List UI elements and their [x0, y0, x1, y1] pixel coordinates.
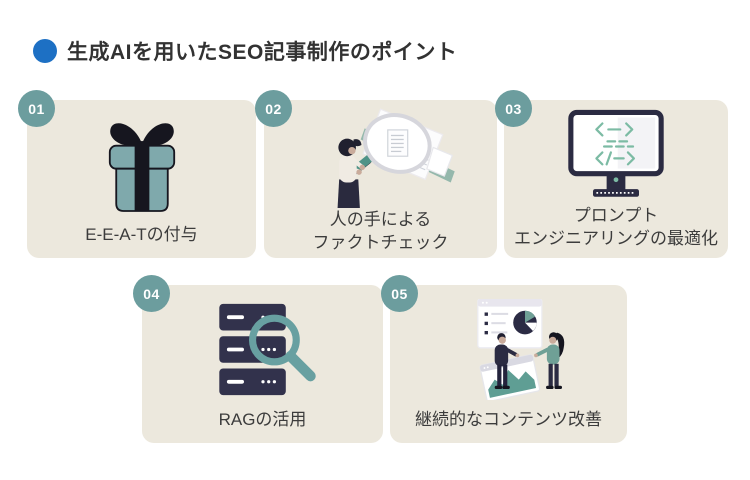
- card-label: E-E-A-Tの付与: [27, 223, 256, 258]
- card-icon-area: [504, 100, 728, 204]
- card-icon-area: [264, 100, 497, 208]
- fact-check-illustration: [337, 108, 455, 208]
- server-search-icon: [218, 303, 316, 396]
- card-prompt-engineering: 03 プロンプト エンジニアリングの最適化: [495, 90, 728, 258]
- card-number-badge: 03: [495, 90, 532, 127]
- card-number-badge: 04: [133, 275, 170, 312]
- card-label: プロンプト エンジニアリングの最適化: [504, 204, 728, 258]
- card-number-badge: 02: [255, 90, 292, 127]
- card-number-badge: 01: [18, 90, 55, 127]
- label-line: E-E-A-Tの付与: [85, 225, 198, 244]
- page-title: 生成AIを用いたSEO記事制作のポイント: [67, 41, 458, 64]
- card-eeat: 01 E-E-A-Tの付与: [18, 90, 256, 258]
- header: 生成AIを用いたSEO記事制作のポイント: [33, 36, 457, 66]
- label-line: 人の手による: [329, 210, 432, 229]
- label-line: RAGの活用: [218, 410, 307, 429]
- card-icon-area: [27, 100, 256, 223]
- card-icon-area: [390, 285, 627, 408]
- card-label: 人の手による ファクトチェック: [264, 208, 497, 262]
- label-line: ファクトチェック: [312, 233, 449, 252]
- card-fact-check: 02: [255, 90, 497, 258]
- label-line: プロンプト: [573, 206, 659, 225]
- card-content-improvement: 05: [381, 275, 627, 443]
- label-line: 継続的なコンテンツ改善: [415, 410, 602, 429]
- analytics-team-illustration: [476, 299, 564, 400]
- card-label: 継続的なコンテンツ改善: [390, 408, 627, 443]
- title-bullet-icon: [33, 39, 57, 63]
- monitor-code-icon: [568, 109, 664, 197]
- card-label: RAGの活用: [142, 408, 383, 443]
- card-icon-area: [142, 285, 383, 408]
- card-rag: 04 RAGの活用: [133, 275, 383, 443]
- card-number-badge: 05: [381, 275, 418, 312]
- label-line: エンジニアリングの最適化: [514, 229, 718, 248]
- gift-icon: [108, 122, 175, 212]
